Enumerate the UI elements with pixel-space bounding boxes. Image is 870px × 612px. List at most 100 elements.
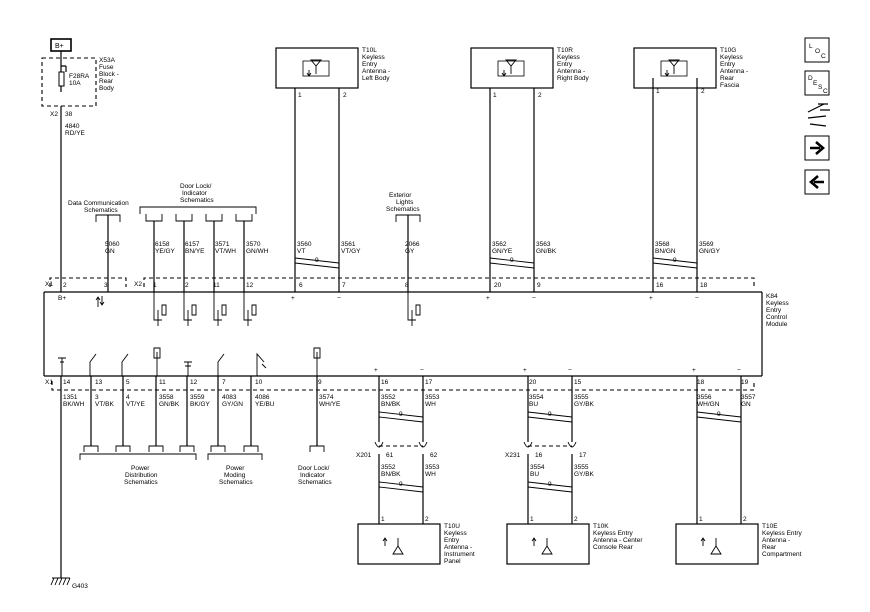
svg-text:X53A: X53A <box>99 57 116 64</box>
svg-text:4086: 4086 <box>255 394 270 401</box>
svg-text:11: 11 <box>159 379 166 386</box>
svg-text:−: − <box>337 295 341 302</box>
svg-text:Data Communication: Data Communication <box>68 200 129 207</box>
svg-text:9: 9 <box>537 282 541 289</box>
desc-button[interactable]: D E S C <box>804 70 830 96</box>
bottom-circuit-labels: 1351 BK/WH 3 VT/BK 4 VT/YE 3558 GN/BK 35… <box>63 394 756 408</box>
svg-text:T10U: T10U <box>444 523 460 530</box>
svg-text:X201: X201 <box>356 452 372 459</box>
svg-text:GY/BK: GY/BK <box>574 401 595 408</box>
svg-text:3570: 3570 <box>246 241 261 248</box>
ref-data-communication[interactable]: Data Communication Schematics <box>68 200 129 292</box>
module-top-pins: 2 3 1 2 11 12 6 7 8 20 9 16 18 + − + − +… <box>63 282 708 302</box>
svg-text:GN/YE: GN/YE <box>492 248 513 255</box>
fuse-connector: X2 <box>50 111 58 118</box>
svg-text:VT/YE: VT/YE <box>126 401 145 408</box>
svg-text:3557: 3557 <box>741 394 756 401</box>
svg-text:18: 18 <box>697 379 705 386</box>
svg-text:BN/GN: BN/GN <box>655 248 676 255</box>
svg-text:9: 9 <box>548 481 552 488</box>
bottom-reference-wires <box>60 376 325 578</box>
svg-text:3569: 3569 <box>699 241 714 248</box>
svg-text:C: C <box>821 53 826 60</box>
ref-exterior-lights[interactable]: Exterior Lights Schematics <box>386 192 421 292</box>
svg-text:5: 5 <box>126 379 130 386</box>
svg-text:Lights: Lights <box>396 199 414 206</box>
svg-text:6: 6 <box>299 282 303 289</box>
ground-label: G403 <box>72 583 88 590</box>
svg-text:Compartment: Compartment <box>762 551 802 558</box>
svg-text:12: 12 <box>246 282 254 289</box>
svg-text:14: 14 <box>63 379 71 386</box>
svg-text:+: + <box>523 367 527 374</box>
fuse-pin: 38 <box>65 111 73 118</box>
ref-door-lock-top[interactable]: Door Lock/ Indicator Schematics <box>139 183 257 292</box>
svg-text:1: 1 <box>298 92 302 99</box>
prev-page-button[interactable] <box>804 169 830 195</box>
svg-text:Indicator: Indicator <box>300 472 326 479</box>
svg-text:3558: 3558 <box>159 394 174 401</box>
svg-text:2: 2 <box>538 92 542 99</box>
svg-text:GN/GY: GN/GY <box>699 248 721 255</box>
svg-text:BK/WH: BK/WH <box>63 401 85 408</box>
svg-text:3563: 3563 <box>536 241 551 248</box>
svg-text:+: + <box>649 295 653 302</box>
svg-text:Power: Power <box>131 465 150 472</box>
svg-text:YE/GY: YE/GY <box>155 248 176 255</box>
module-internal-bottom-circuits <box>58 347 321 376</box>
svg-text:Fascia: Fascia <box>720 82 740 89</box>
fuse-name: F28RA <box>69 73 90 80</box>
svg-text:Panel: Panel <box>444 558 461 565</box>
svg-text:3: 3 <box>95 394 99 401</box>
svg-text:B+: B+ <box>58 295 66 302</box>
antenna-right-body: T10R Keyless Entry Antenna - Right Body … <box>470 47 590 99</box>
svg-text:−: − <box>695 295 699 302</box>
svg-text:2066: 2066 <box>405 241 420 248</box>
keyless-entry-control-module: K84 Keyless Entry Control Module B+ X1 X… <box>43 277 790 391</box>
fuse-wire-color: RD/YE <box>65 130 86 137</box>
svg-text:2: 2 <box>574 516 578 523</box>
connector-view-icon[interactable] <box>807 103 830 127</box>
svg-text:Rear: Rear <box>720 75 735 82</box>
svg-text:−: − <box>420 367 424 374</box>
fuse-rating: 10A <box>69 80 81 87</box>
antenna-left-body: T10L Keyless Entry Antenna - Left Body 1… <box>275 47 390 99</box>
svg-text:12: 12 <box>190 379 198 386</box>
svg-text:9: 9 <box>673 257 677 264</box>
svg-text:Indicator: Indicator <box>182 190 208 197</box>
top-circuit-labels: 5060 GN 6158 YE/GY 6157 BN/YE 3571 VT/WH… <box>105 241 721 255</box>
svg-text:3: 3 <box>104 282 108 289</box>
svg-text:3559: 3559 <box>190 394 205 401</box>
ref-door-lock-bottom[interactable]: Door Lock/ Indicator Schematics <box>298 465 332 486</box>
svg-text:BU: BU <box>529 401 538 408</box>
svg-text:2: 2 <box>743 516 747 523</box>
svg-text:3556: 3556 <box>697 394 712 401</box>
ref-power-distribution[interactable]: Power Distribution Schematics <box>124 465 158 486</box>
svg-text:Entry: Entry <box>557 61 573 68</box>
svg-text:+: + <box>486 295 490 302</box>
inline-connector-x231: X231 16 17 <box>505 441 587 459</box>
svg-text:GY/GN: GY/GN <box>222 401 243 408</box>
svg-text:BU: BU <box>530 471 539 478</box>
svg-text:Exterior: Exterior <box>389 192 412 199</box>
svg-text:3574: 3574 <box>319 394 334 401</box>
svg-text:3555: 3555 <box>574 464 589 471</box>
svg-text:Antenna -: Antenna - <box>762 537 790 544</box>
loc-button[interactable]: L O C <box>804 37 830 63</box>
svg-text:−: − <box>568 367 572 374</box>
svg-text:3568: 3568 <box>655 241 670 248</box>
svg-text:Antenna -: Antenna - <box>557 68 585 75</box>
next-page-button[interactable] <box>804 135 830 161</box>
svg-text:Schematics: Schematics <box>84 207 118 214</box>
svg-text:3553: 3553 <box>425 464 440 471</box>
svg-text:Keyless: Keyless <box>720 54 744 61</box>
svg-text:Schematics: Schematics <box>124 479 158 486</box>
ref-power-moding[interactable]: Power Moding Schematics <box>219 465 253 486</box>
svg-text:VT/BK: VT/BK <box>95 401 114 408</box>
svg-text:16: 16 <box>381 379 389 386</box>
svg-text:Power: Power <box>226 465 245 472</box>
svg-text:T10R: T10R <box>557 47 573 54</box>
antenna-rear-fascia: T10G Keyless Entry Antenna - Rear Fascia… <box>633 47 748 95</box>
svg-text:+: + <box>692 367 696 374</box>
svg-text:61: 61 <box>386 452 394 459</box>
